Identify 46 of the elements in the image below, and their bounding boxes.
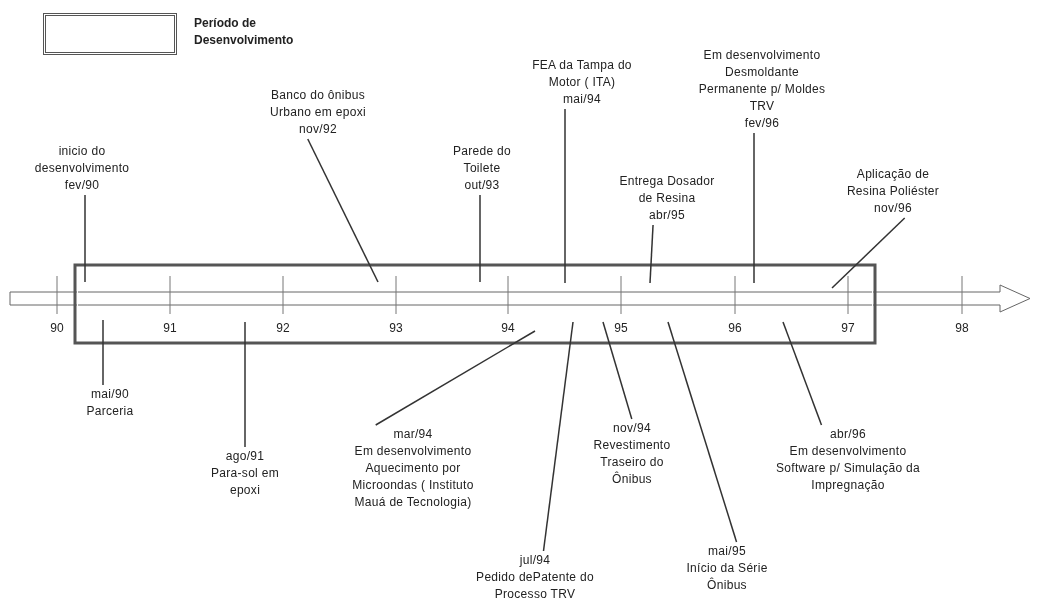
event-text: abr/95 [649,207,685,224]
leader-line [479,194,481,283]
year-label: 95 [613,321,629,335]
event-text: Pedido dePatente do Processo TRV [475,569,595,603]
legend-text: Período de Desenvolvimento [194,15,295,49]
event-text: nov/96 [874,200,912,217]
leader-line [831,217,906,289]
leader-line [542,321,574,552]
event-text: fev/96 [744,115,780,132]
leader-line [84,194,86,283]
leader-line [102,319,104,386]
year-label: 94 [500,321,516,335]
event-text: FEA da Tampa do Motor ( ITA) [532,57,632,91]
event-text: nov/92 [299,121,337,138]
leader-line [602,321,633,420]
event-text: nov/94 [613,420,651,437]
event-text: mai/94 [563,91,601,108]
leader-line [244,321,246,448]
event-text: jul/94 [519,552,551,569]
year-label: 91 [162,321,178,335]
event-text: mai/95 [708,543,746,560]
event-text: Em desenvolvimento Aquecimento por Microondas ( Instituto Mauá de Tecnologia) [351,443,475,511]
event-text: ago/91 [225,448,265,465]
event-text: mai/90 [91,386,129,403]
leader-line [649,224,654,284]
event-text: Parceria [86,403,134,420]
event-text: fev/90 [64,177,100,194]
event-text: Para-sol em epoxi [210,465,280,499]
event-text: out/93 [464,177,500,194]
year-label: 92 [275,321,291,335]
event-text: Início da Série Ônibus [685,560,769,594]
leader-line [374,330,536,426]
leader-line [564,108,566,284]
year-label: 96 [727,321,743,335]
event-text: Em desenvolvimento Software p/ Simulação da Impregnação [775,443,921,494]
event-text: abr/96 [830,426,866,443]
year-label: 93 [388,321,404,335]
leader-line [753,132,755,284]
leader-line [307,138,379,283]
leader-line [782,321,823,426]
year-label: 97 [840,321,856,335]
event-text: Revestimento Traseiro do Ônibus [592,437,672,488]
leader-line [667,321,738,543]
event-text: mar/94 [393,426,433,443]
year-label: 90 [49,321,65,335]
year-label: 98 [954,321,970,335]
